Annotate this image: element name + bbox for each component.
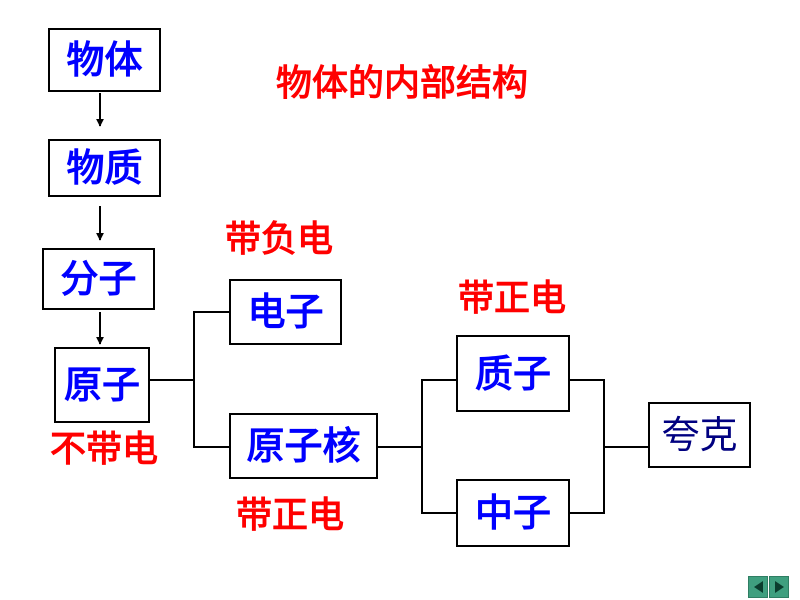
node-nucleus: 原子核: [229, 413, 378, 479]
bracket-atom-branches: [193, 311, 229, 448]
triangle-left-icon: [753, 581, 763, 593]
bracket-quark-branches: [570, 379, 605, 514]
charge-electron: 带负电: [225, 219, 334, 260]
node-neutron: 中子: [456, 479, 570, 547]
bracket-nucleus-branches: [421, 379, 456, 514]
node-object: 物体: [48, 28, 161, 92]
node-atom: 原子: [54, 347, 150, 423]
diagram-title: 物体的内部结构: [276, 63, 529, 104]
next-slide-button[interactable]: [769, 576, 789, 598]
node-matter: 物质: [48, 139, 161, 197]
charge-nucleus: 带正电: [236, 495, 345, 536]
triangle-right-icon: [774, 581, 784, 593]
node-quark: 夸克: [648, 402, 751, 468]
charge-atom: 不带电: [50, 429, 159, 470]
node-electron: 电子: [229, 279, 342, 345]
prev-slide-button[interactable]: [748, 576, 768, 598]
node-proton: 质子: [456, 335, 570, 412]
charge-proton: 带正电: [458, 278, 567, 319]
node-molecule: 分子: [42, 248, 155, 310]
